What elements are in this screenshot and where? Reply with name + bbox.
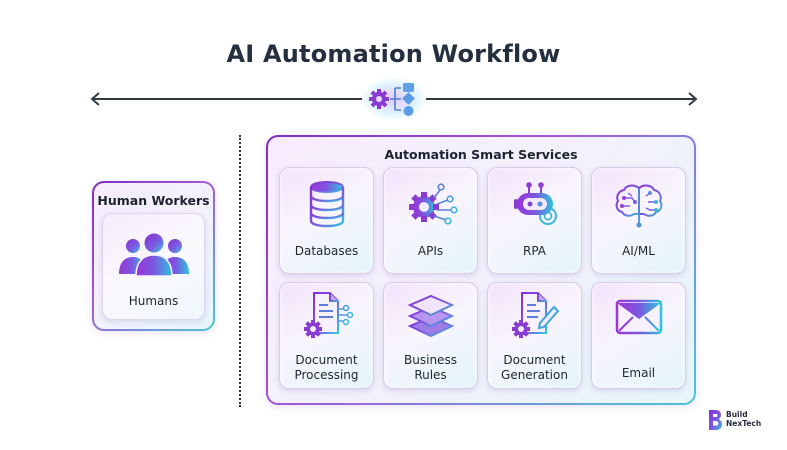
brand-name-line1: Build	[726, 410, 748, 419]
service-card-business-rules[interactable]: Business Rules	[383, 282, 478, 389]
people-group-icon	[118, 233, 189, 277]
layers-icon	[407, 294, 454, 338]
databases-label: Databases	[294, 244, 359, 258]
brand-logo: Build NexTech	[707, 407, 767, 433]
human-workers-panel: Human Workers Humans	[92, 181, 215, 331]
human-workers-title: Human Workers	[97, 193, 210, 208]
document-pencil-icon	[511, 292, 559, 338]
document-generation-label: Document Generation	[488, 353, 581, 383]
business-rules-label: Business Rules	[384, 353, 477, 383]
workflow-gear-icon	[362, 78, 426, 120]
service-card-rpa[interactable]: RPA	[487, 167, 582, 274]
document-processing-label-line2: Processing	[294, 368, 359, 382]
database-icon	[309, 181, 344, 228]
brand-name: Build NexTech	[726, 410, 761, 428]
diagram-title: AI Automation Workflow	[226, 40, 561, 68]
document-gear-icon	[303, 292, 353, 338]
service-card-apis[interactable]: APIs	[383, 167, 478, 274]
robot-icon	[513, 182, 557, 225]
rpa-label: RPA	[522, 244, 546, 258]
arrow-left-icon	[90, 92, 100, 106]
business-rules-label-line1: Business	[404, 353, 457, 367]
email-label: Email	[621, 366, 656, 380]
document-generation-label-line1: Document	[503, 353, 566, 367]
apis-label: APIs	[417, 244, 444, 258]
automation-services-panel: Automation Smart Services Databases	[266, 135, 696, 405]
service-card-email[interactable]: Email	[591, 282, 686, 389]
service-card-ai-ml[interactable]: AI/ML	[591, 167, 686, 274]
humans-card[interactable]: Humans	[102, 213, 205, 320]
document-processing-label: Document Processing	[280, 353, 373, 383]
automation-services-title: Automation Smart Services	[384, 147, 578, 162]
envelope-icon	[615, 299, 662, 335]
ai-ml-label: AI/ML	[622, 244, 655, 258]
service-card-databases[interactable]: Databases	[279, 167, 374, 274]
section-divider	[239, 135, 241, 407]
business-rules-label-line2: Rules	[414, 368, 447, 382]
service-card-document-processing[interactable]: Document Processing	[279, 282, 374, 389]
document-processing-label-line1: Document	[295, 353, 358, 367]
arrow-line-right	[426, 98, 694, 100]
arrow-right-icon	[688, 92, 698, 106]
service-card-document-generation[interactable]: Document Generation	[487, 282, 582, 389]
arrow-line-left	[92, 98, 362, 100]
document-generation-label-line2: Generation	[501, 368, 568, 382]
api-gear-icon	[408, 183, 458, 225]
build-nextech-logo-icon	[709, 410, 722, 430]
brand-name-line2: NexTech	[726, 419, 762, 428]
humans-label: Humans	[128, 294, 179, 308]
brain-circuit-icon	[615, 184, 662, 228]
